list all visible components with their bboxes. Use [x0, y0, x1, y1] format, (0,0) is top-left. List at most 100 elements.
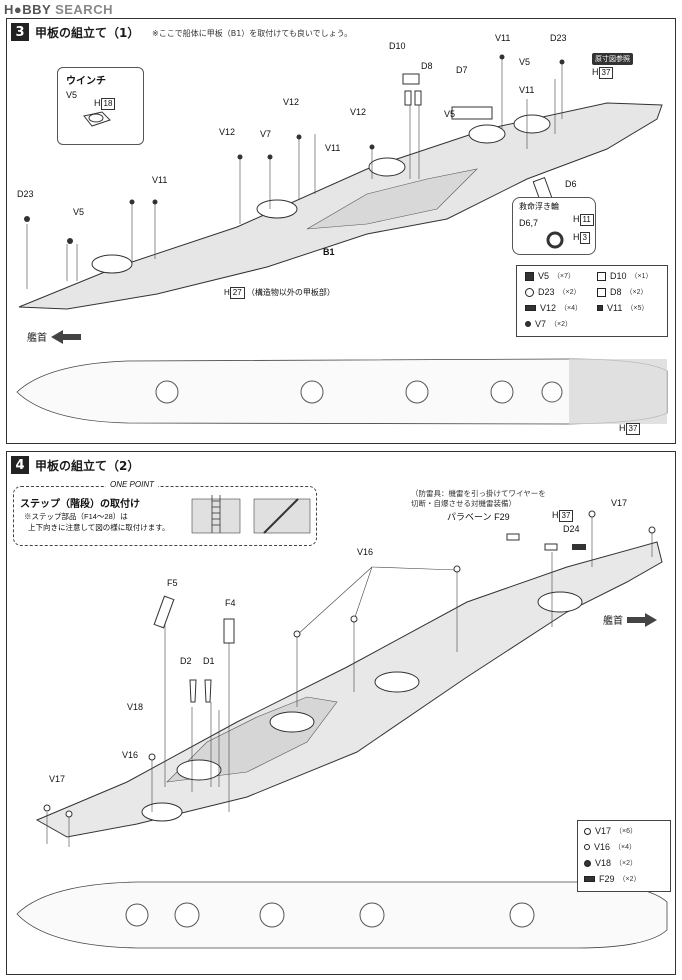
- step3-marker-9: [499, 54, 505, 60]
- step3-float-ref2-num: 3: [579, 232, 590, 244]
- step4-label-f5: F5: [167, 578, 178, 588]
- v18-marker-icon: [584, 859, 591, 867]
- step3-drawing: [16, 54, 668, 425]
- step4-onepoint-label: ONE POINT: [106, 480, 159, 489]
- step3-legend-qty: （×5）: [626, 305, 649, 312]
- step4-onepoint-drawing: [191, 495, 311, 534]
- step4-label-d24: D24: [563, 524, 580, 534]
- step3-deck-superstructure: [306, 168, 478, 230]
- step3-legend-part: D23: [538, 287, 555, 297]
- step3-topview-turret-2: [300, 380, 324, 404]
- step3-topview-turret-1: [155, 380, 179, 404]
- step4-label-v18: V18: [127, 702, 144, 712]
- step4-topview-turret-1: [125, 903, 149, 927]
- step4-onepoint-stair-side: [263, 498, 299, 534]
- step3-label-v11-a: V11: [495, 33, 511, 43]
- step4-paravane: パラベーン F29: [447, 510, 510, 523]
- step3-label-v12-c: V12: [219, 127, 236, 137]
- step4-label-f4: F4: [225, 598, 236, 608]
- step3-label-v11-b: V11: [519, 85, 535, 95]
- step3-legend-qty: （×2）: [550, 321, 572, 328]
- step3-legend-qty: （×1）: [630, 273, 653, 280]
- step3-legend-row-v12: V12（×4）: [525, 303, 582, 313]
- step3-label-d23-b: D23: [17, 189, 34, 199]
- step4-drawing: [16, 510, 668, 949]
- step3-legend-row-v11: V11（×5）: [597, 303, 648, 313]
- step3-winch-ref-h: H: [94, 98, 101, 108]
- step3-topview-turret-3: [405, 380, 429, 404]
- step3-bow-label: 艦首: [27, 333, 47, 344]
- step3-legend-part: V12: [540, 303, 557, 313]
- step4-label-v16-a: V16: [357, 547, 374, 557]
- step4-paravane-part-2: [544, 543, 558, 551]
- step4-marker-4: [293, 630, 301, 638]
- step3-legend-part: D10: [610, 271, 627, 281]
- v16-marker-icon: [584, 844, 590, 850]
- step4-legend-part: V17: [595, 826, 612, 836]
- step4-turret-4: [374, 671, 420, 693]
- step4-label-d1: D1: [203, 656, 215, 666]
- step4-onepoint-text2: 上下向きに注意して図の様に取付けます。: [28, 523, 170, 532]
- step3-deck-note-h: H: [224, 288, 230, 297]
- v12-marker-icon: [525, 305, 536, 311]
- step4-label-v17-b: V17: [49, 774, 66, 784]
- step4-onepoint-box: ONE POINT ステップ（階段）の取付け ※ステップ部品（F14〜28）は …: [13, 480, 317, 546]
- step3-marker-10: [559, 59, 565, 65]
- step4-paravane-part-1: [506, 533, 520, 541]
- step4-label-v16-b: V16: [122, 750, 139, 760]
- step3-winch-ref-num: 18: [100, 98, 116, 110]
- step3-marker-2: [67, 238, 73, 244]
- step3-d8-part-b: [414, 90, 422, 106]
- step3-bottom-ref-h: H: [619, 423, 626, 433]
- step3-label-d8: D8: [421, 61, 433, 71]
- step4-onepoint-title: ステップ（階段）の取付け: [20, 499, 140, 510]
- step3-number: 3: [11, 23, 29, 41]
- step4-legend-qty: （×6）: [615, 828, 637, 835]
- d23-marker-icon: [525, 287, 534, 297]
- step4-marker-2: [65, 810, 73, 818]
- step4-header: 4 甲板の組立て（2）: [11, 456, 139, 474]
- step3-bottom-ref-num: 37: [625, 423, 641, 435]
- step4-f5-part: [153, 595, 175, 629]
- step3-legend-part: V11: [607, 303, 623, 313]
- step3-legend-part: V5: [538, 271, 550, 281]
- step3-topview-stern-shade: [569, 359, 667, 424]
- step3-legend-qty: （×4）: [560, 305, 582, 312]
- step3-turret-3: [368, 157, 406, 177]
- step4-marker-6: [453, 565, 461, 573]
- step4-turret-2: [176, 759, 222, 781]
- step3-topview-turret-4: [490, 380, 514, 404]
- step4-leader-16: [353, 566, 373, 621]
- watermark-search: SEARCH: [55, 2, 113, 17]
- step3-marker-7: [296, 134, 302, 140]
- step4-legend-qty: （×2）: [618, 876, 641, 883]
- step4-topview-turret-4: [359, 902, 385, 928]
- step3-legend-row-d8: D8（×2）: [597, 287, 648, 297]
- left-arrow-icon: [51, 329, 81, 344]
- step4-panel: 4 甲板の組立て（2） ONE POINT ステップ（階段）の取付け ※ステップ…: [6, 451, 676, 975]
- step4-h-ref-num: 37: [558, 510, 574, 522]
- step3-float-ring-icon: [546, 231, 564, 249]
- step4-topview-turret-3: [259, 902, 285, 928]
- step3-label-v11-c: V11: [325, 143, 341, 153]
- step4-d24-part: [572, 544, 586, 550]
- d8-marker-icon: [597, 287, 606, 297]
- step3-label-v5-b: V5: [73, 207, 85, 217]
- step4-legend-row-f29: F29（×2）: [584, 874, 641, 884]
- step3-plan-ref-num: 37: [598, 67, 614, 79]
- step4-legend-qty: （×4）: [614, 844, 636, 851]
- step3-legend: V5（×7） D10（×1） D23（×2） D8（×2） V12（×4） V1…: [516, 265, 668, 337]
- step3-marker-1: [24, 216, 30, 222]
- step3-float-part: D6,7: [519, 218, 539, 228]
- step4-deck-shape: [35, 541, 663, 838]
- v5-marker-icon: [525, 271, 534, 281]
- step3-label-d23-a: D23: [550, 33, 567, 43]
- step4-label-v17-a: V17: [611, 498, 628, 508]
- step4-marker-7: [588, 510, 596, 518]
- step3-legend-part: V7: [535, 319, 547, 329]
- step4-legend: V17（×6） V16（×4） V18（×2） F29（×2）: [577, 820, 671, 892]
- step3-deck-shape: [18, 102, 663, 310]
- step3-bow-indicator: 艦首: [27, 329, 81, 344]
